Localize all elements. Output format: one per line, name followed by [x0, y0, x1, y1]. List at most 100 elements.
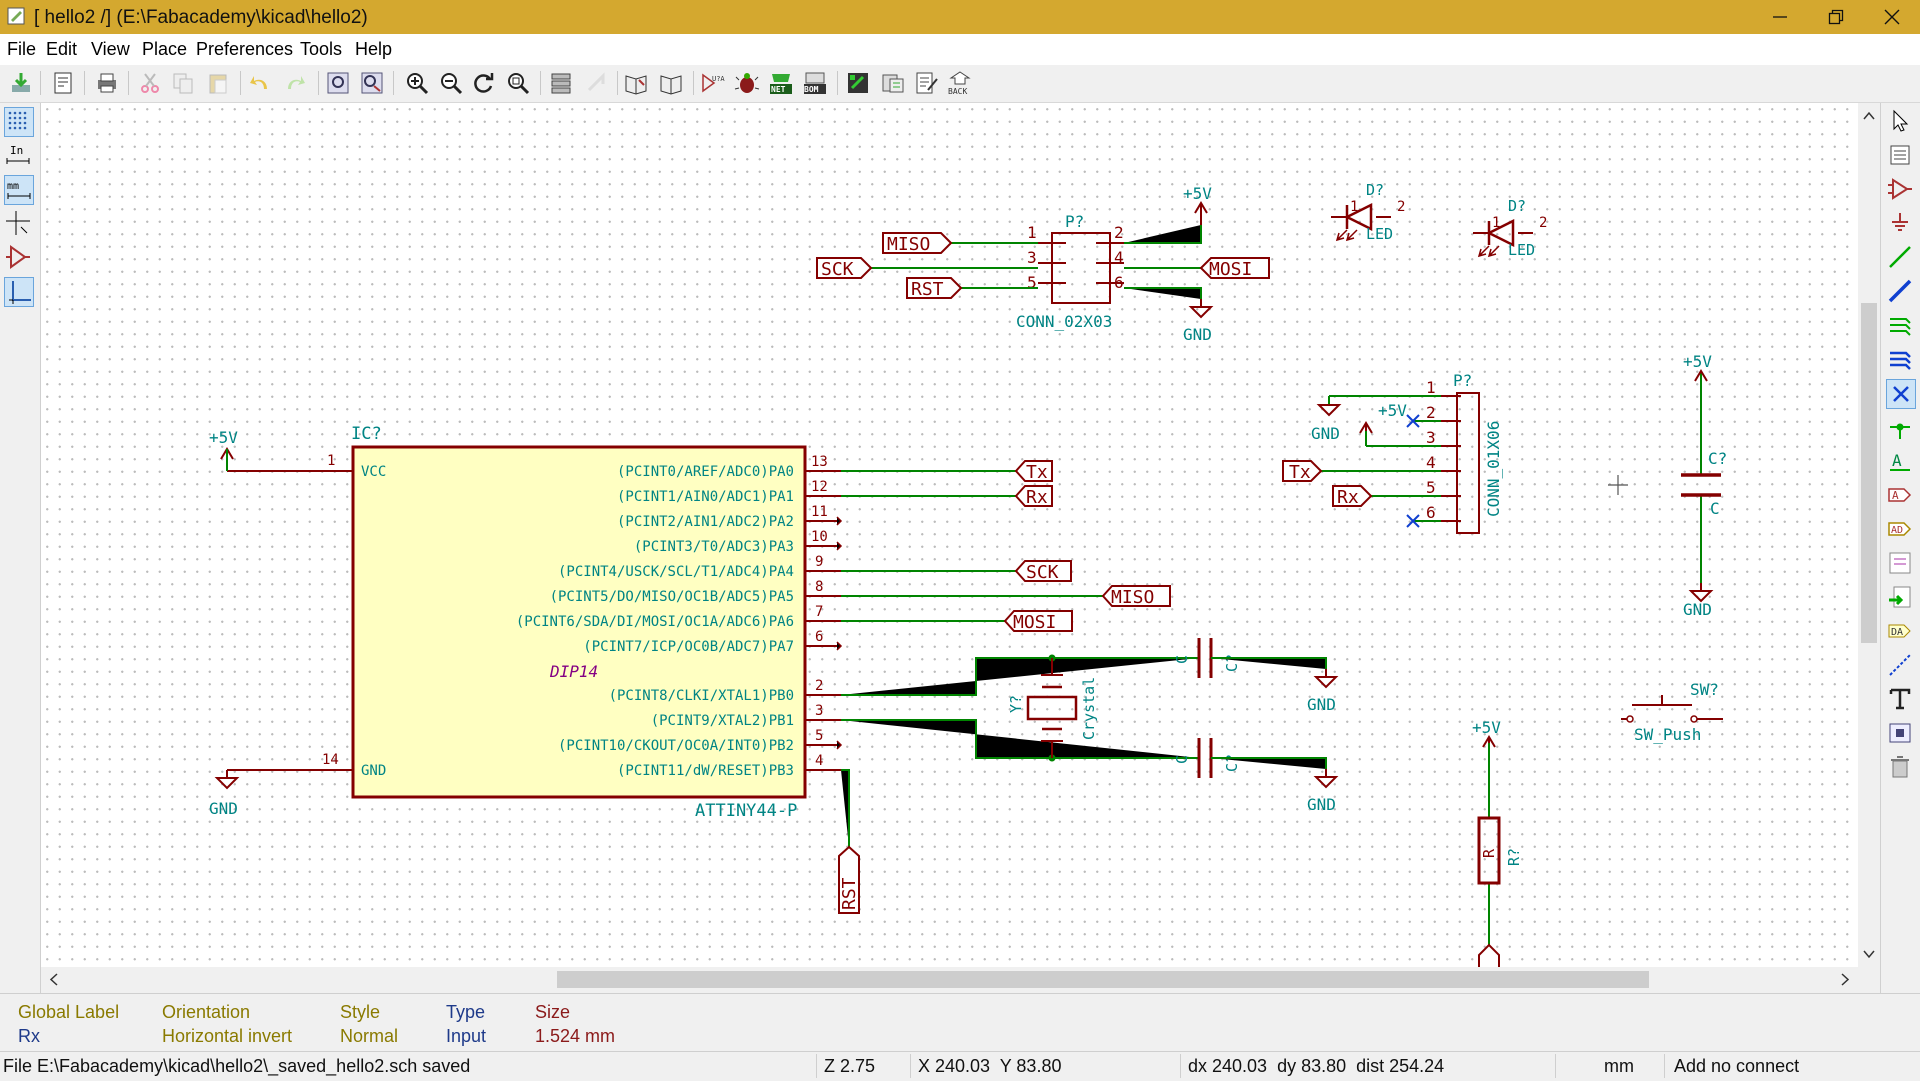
- save-icon[interactable]: [8, 70, 34, 96]
- isp-connector[interactable]: P? CONN_02X03 1 3 5 2 4 6: [1016, 212, 1124, 331]
- no-connect-button[interactable]: [1886, 379, 1916, 409]
- graphic-line-button[interactable]: [1886, 651, 1916, 681]
- led-d1[interactable]: D? LED 1 2: [1331, 181, 1405, 243]
- erc-icon[interactable]: [734, 70, 760, 96]
- label-sck-isp[interactable]: SCK: [816, 257, 873, 280]
- gnd-ftdi[interactable]: GND: [1311, 404, 1342, 443]
- vcc-isp[interactable]: +5V: [1183, 184, 1212, 226]
- minimize-button[interactable]: [1752, 0, 1808, 34]
- menu-view[interactable]: View: [91, 39, 130, 59]
- hierarchy-navigator-icon[interactable]: [548, 70, 574, 96]
- label-tx-ftdi[interactable]: Tx: [1282, 460, 1323, 483]
- find-replace-icon[interactable]: [359, 70, 385, 96]
- label-mosi-isp[interactable]: MOSI: [1199, 257, 1270, 280]
- library-editor-icon[interactable]: [623, 70, 649, 96]
- scroll-up-icon[interactable]: [1858, 105, 1880, 127]
- bom-icon[interactable]: BOM: [802, 70, 828, 96]
- label-mosi-ic[interactable]: MOSI: [1003, 610, 1073, 633]
- back-annotate-icon[interactable]: BACK: [945, 70, 975, 96]
- menu-preferences[interactable]: Preferences: [196, 39, 294, 59]
- vertical-scrollbar[interactable]: [1858, 103, 1880, 967]
- resistor-r[interactable]: R R? +5V: [1472, 718, 1523, 967]
- switch-sw[interactable]: SW? SW_Push: [1621, 680, 1723, 744]
- restore-button[interactable]: [1808, 0, 1864, 34]
- image-button[interactable]: [1886, 719, 1916, 749]
- pcbnew-icon[interactable]: [880, 70, 906, 96]
- menu-place[interactable]: Place: [142, 39, 188, 59]
- ic-attiny44[interactable]: IC? ATTINY44-P DIP14 1 VCC 14 GND (PCINT…: [227, 424, 843, 821]
- highlight-net-button[interactable]: [1886, 141, 1916, 171]
- close-button[interactable]: [1864, 0, 1920, 34]
- cap-c3[interactable]: C? C +5V GND: [1681, 352, 1727, 619]
- script-icon[interactable]: [914, 70, 940, 96]
- cut-icon[interactable]: [137, 70, 163, 96]
- page-settings-icon[interactable]: [50, 70, 76, 96]
- undo-icon[interactable]: [247, 70, 273, 96]
- annotate-icon[interactable]: U?A: [700, 70, 726, 96]
- bus-bus-entry-button[interactable]: [1886, 345, 1916, 375]
- select-tool-button[interactable]: [1886, 107, 1916, 137]
- junction-button[interactable]: [1886, 413, 1916, 443]
- scroll-right-icon[interactable]: [1834, 967, 1856, 992]
- delete-item-button[interactable]: [1886, 753, 1916, 783]
- hierarchical-sheet-button[interactable]: [1886, 549, 1916, 579]
- scroll-down-icon[interactable]: [1858, 943, 1880, 965]
- gnd-c1[interactable]: GND: [1307, 668, 1337, 714]
- cursor-shape-button[interactable]: [4, 209, 34, 239]
- menu-tools[interactable]: Tools: [300, 39, 343, 59]
- horizontal-scrollbar[interactable]: [41, 967, 1858, 992]
- place-wire-button[interactable]: [1886, 243, 1916, 273]
- find-icon[interactable]: [325, 70, 351, 96]
- label-rst-ic[interactable]: RST: [838, 845, 860, 914]
- graphic-text-button[interactable]: [1886, 685, 1916, 715]
- led-d2[interactable]: D? LED 1 2: [1473, 197, 1547, 259]
- cvpcb-icon[interactable]: [845, 70, 871, 96]
- ftdi-connector[interactable]: 1 2 3 4 5 6 P? CONN_01X06: [1426, 371, 1503, 534]
- leave-sheet-icon[interactable]: [583, 70, 609, 96]
- label-sck-ic[interactable]: SCK: [1014, 560, 1072, 583]
- hierarchical-label-button[interactable]: AD: [1886, 515, 1916, 545]
- label-miso-isp[interactable]: MISO: [882, 232, 953, 255]
- label-tx-ic[interactable]: Tx: [1014, 460, 1053, 483]
- scroll-left-icon[interactable]: [43, 967, 65, 992]
- print-icon[interactable]: [94, 70, 120, 96]
- wire-bus-entry-button[interactable]: [1886, 311, 1916, 341]
- redraw-icon[interactable]: [471, 70, 497, 96]
- power-gnd-ic[interactable]: GND: [209, 769, 238, 818]
- hidden-pins-button[interactable]: [4, 243, 34, 273]
- no-connect-ftdi-2[interactable]: [1406, 414, 1420, 428]
- label-rst-isp[interactable]: RST: [906, 277, 963, 300]
- label-miso-ic[interactable]: MISO: [1101, 585, 1171, 608]
- label-rx-ic[interactable]: Rx: [1014, 485, 1053, 508]
- horizontal-scroll-thumb[interactable]: [557, 971, 1649, 988]
- import-sheet-pin-button[interactable]: [1886, 583, 1916, 613]
- units-inch-button[interactable]: In: [4, 141, 34, 171]
- zoom-out-icon[interactable]: [438, 70, 464, 96]
- schematic-drawing[interactable]: IC? ATTINY44-P DIP14 1 VCC 14 GND (PCINT…: [41, 103, 1858, 967]
- label-rx-ftdi[interactable]: Rx: [1332, 485, 1373, 508]
- menu-file[interactable]: File: [7, 39, 37, 59]
- place-bus-button[interactable]: [1886, 277, 1916, 307]
- place-component-button[interactable]: [1886, 175, 1916, 205]
- place-power-button[interactable]: [1886, 209, 1916, 239]
- menu-help[interactable]: Help: [355, 39, 393, 59]
- power-vcc-ic[interactable]: +5V: [209, 428, 238, 472]
- menu-edit[interactable]: Edit: [46, 39, 78, 59]
- schematic-canvas[interactable]: IC? ATTINY44-P DIP14 1 VCC 14 GND (PCINT…: [41, 103, 1858, 967]
- vertical-scroll-thumb[interactable]: [1861, 303, 1877, 643]
- library-browser-icon[interactable]: [658, 70, 684, 96]
- gnd-c2[interactable]: GND: [1307, 768, 1337, 814]
- sheet-pin-button[interactable]: DA: [1886, 617, 1916, 647]
- units-mm-button[interactable]: mm: [4, 175, 34, 205]
- gnd-isp[interactable]: GND: [1183, 298, 1212, 344]
- global-label-button[interactable]: A: [1886, 481, 1916, 511]
- vcc-ftdi[interactable]: +5V: [1359, 401, 1407, 434]
- grid-toggle-button[interactable]: [4, 107, 34, 137]
- orthogonal-wires-button[interactable]: [4, 277, 34, 307]
- crystal-y[interactable]: Y? Crystal: [1007, 654, 1098, 762]
- redo-icon[interactable]: [282, 70, 308, 96]
- netlist-icon[interactable]: NET: [768, 70, 794, 96]
- zoom-in-icon[interactable]: [404, 70, 430, 96]
- paste-icon[interactable]: [205, 70, 231, 96]
- zoom-fit-icon[interactable]: [505, 70, 531, 96]
